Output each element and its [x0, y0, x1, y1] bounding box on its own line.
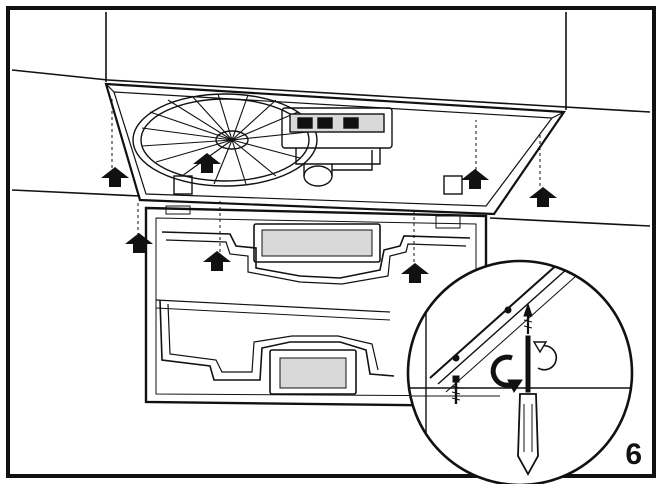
ceiling-lines	[11, 12, 651, 227]
up-arrow-icon	[401, 263, 429, 283]
up-arrow-icon	[193, 153, 221, 173]
grille-panel	[144, 205, 488, 408]
up-arrow-icon	[101, 167, 129, 187]
up-arrow-icon	[125, 233, 153, 253]
screw-icon	[523, 302, 533, 334]
motor-unit	[173, 107, 463, 195]
screw-icon	[451, 375, 461, 404]
rotate-counterclockwise-icon	[532, 341, 558, 371]
screwdriver-icon	[517, 335, 539, 476]
alignment-lines	[111, 96, 541, 262]
fan-housing	[104, 82, 567, 216]
up-arrow-icon	[529, 187, 557, 207]
up-arrow-icon	[203, 251, 231, 271]
detail-callout	[406, 259, 634, 484]
step-number: 6	[625, 438, 642, 471]
diagram-border	[6, 6, 656, 478]
rotate-clockwise-icon	[490, 354, 523, 393]
up-arrow-icon	[461, 169, 489, 189]
